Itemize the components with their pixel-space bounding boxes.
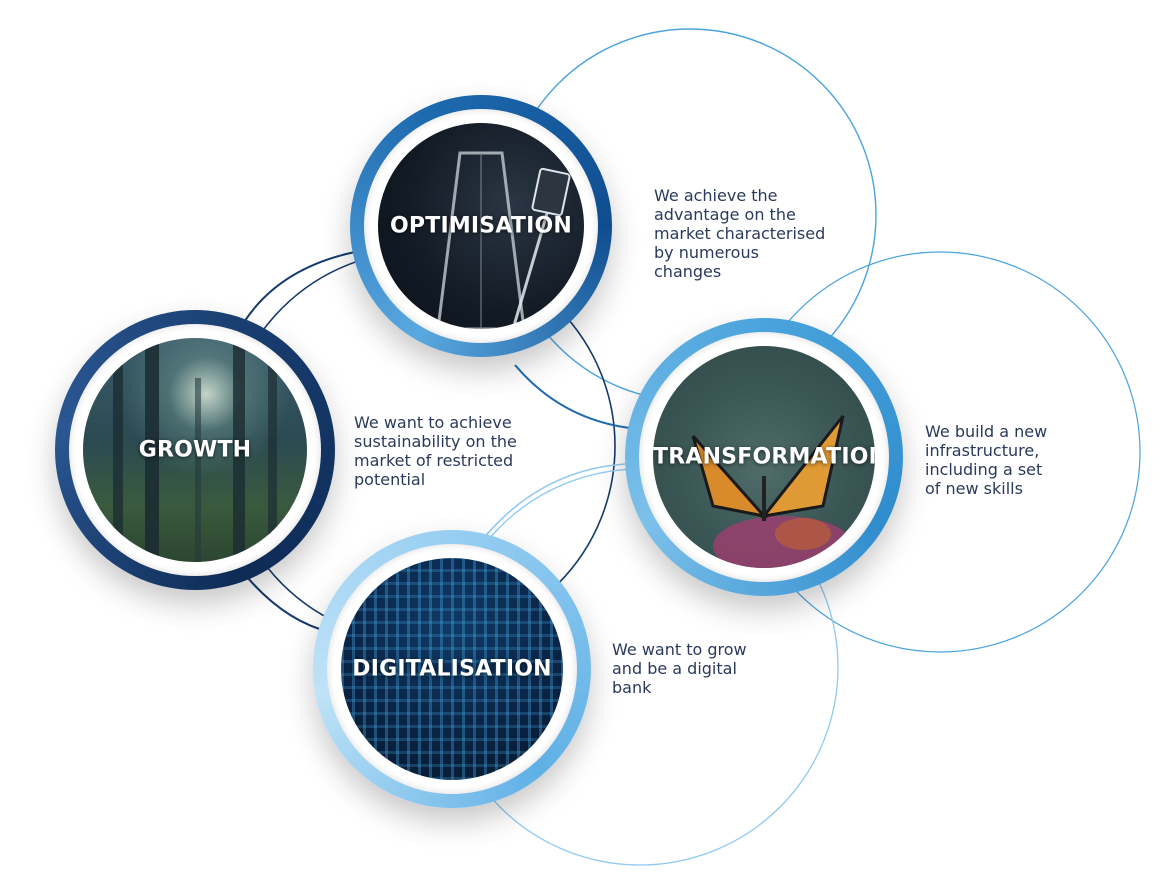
growth-label: GROWTH — [138, 437, 252, 463]
metronome-image: OPTIMISATION — [378, 123, 584, 329]
optimisation-label: OPTIMISATION — [390, 213, 572, 239]
optimisation-description: We achieve the advantage on the market c… — [654, 186, 826, 281]
digitalisation-label: DIGITALISATION — [352, 656, 552, 682]
node-growth[interactable]: GROWTH — [55, 310, 335, 590]
transformation-label: TRANSFORMATION — [653, 444, 875, 470]
metronome-icon — [436, 151, 571, 329]
transformation-description: We build a new infrastructure, including… — [925, 422, 1048, 498]
butterfly-icon — [691, 415, 853, 568]
forest-image: GROWTH — [83, 338, 307, 562]
growth-description: We want to achieve sustainability on the… — [354, 413, 517, 489]
node-transformation[interactable]: TRANSFORMATION — [625, 318, 903, 596]
digitalisation-description: We want to grow and be a digital bank — [612, 640, 747, 697]
trees-icon — [113, 338, 277, 562]
node-optimisation[interactable]: OPTIMISATION — [350, 95, 612, 357]
butterfly-image: TRANSFORMATION — [653, 346, 875, 568]
data-grid-image: DIGITALISATION — [341, 558, 563, 780]
arc-dig-trans — [481, 463, 626, 541]
node-digitalisation[interactable]: DIGITALISATION — [313, 530, 591, 808]
